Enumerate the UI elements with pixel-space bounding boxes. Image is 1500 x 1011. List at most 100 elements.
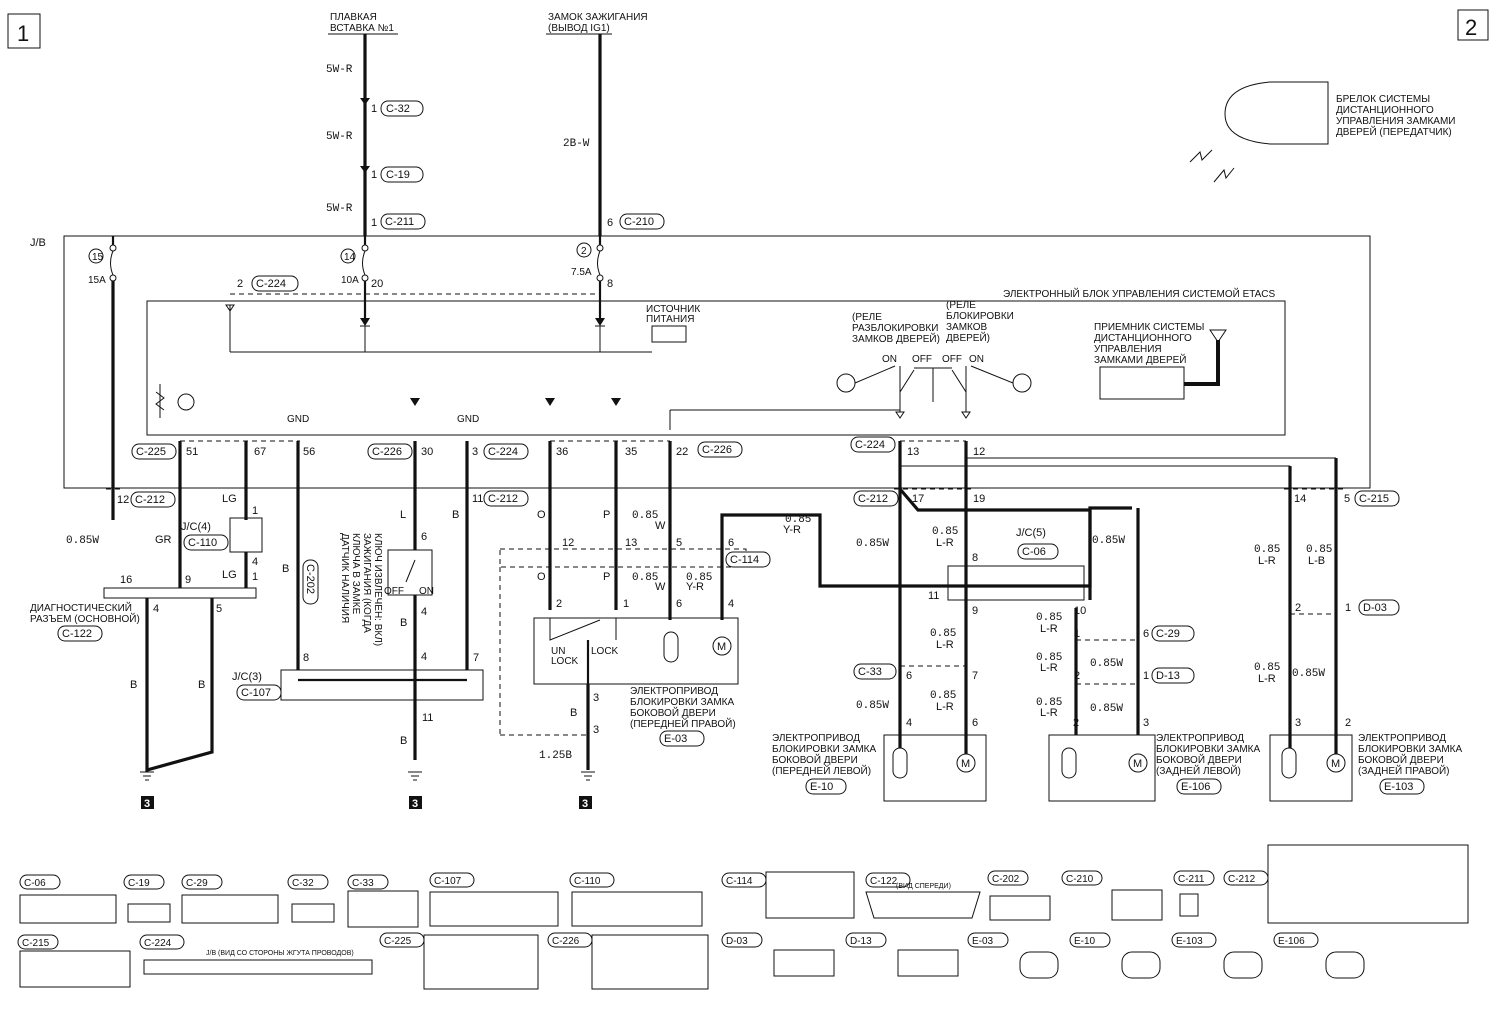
connector-tag-c202: C-202 (302, 559, 319, 605)
wire-label-b: B (282, 563, 289, 575)
legend-e103: E-103 (1171, 932, 1263, 979)
svg-text:E-03: E-03 (972, 936, 994, 947)
connector-tag-c212-c: C-212 (853, 490, 899, 507)
wire-label-yr: Y-R (686, 581, 704, 593)
signal-icon (1189, 149, 1213, 163)
wire-label-b: B (452, 509, 459, 521)
motor-label: M (717, 641, 726, 653)
connector-tag-c224-top: C-224 (251, 275, 299, 292)
legend-c29: C-29 (181, 874, 279, 924)
svg-text:C-29: C-29 (1156, 628, 1180, 640)
svg-text:D-03: D-03 (726, 936, 748, 947)
svg-text:C-06: C-06 (1022, 546, 1046, 558)
pin-label: 2 (556, 598, 562, 610)
pin-label: 6 (906, 670, 912, 682)
fuse-label-line2: ВСТАВКА №1 (330, 23, 394, 34)
actuator-rear-right (1269, 734, 1353, 802)
pin-label: 6 (1143, 628, 1149, 640)
diag-connector (103, 587, 257, 599)
relay-on-2: ON (969, 354, 984, 365)
legend-c114: C-114 (721, 871, 855, 919)
wire-label-5wr-1: 5W-R (326, 64, 353, 76)
legend-c202: C-202 (987, 870, 1051, 921)
svg-text:E-10: E-10 (1074, 936, 1096, 947)
act-fl-label-3: БОКОВОЙ ДВЕРИ (772, 753, 858, 766)
remote-label-line3: УПРАВЛЕНИЯ ЗАМКАМИ (1336, 116, 1455, 127)
act-fr-label-1: ЭЛЕКТРОПРИВОД (630, 686, 718, 697)
relay-lock-label-2: БЛОКИРОВКИ (946, 311, 1014, 322)
wire-label-5wr-2: 5W-R (326, 131, 353, 143)
connector-tag-c107: C-107 (236, 684, 282, 701)
wire-label-lr: L-R (1258, 673, 1276, 685)
svg-text:C-114: C-114 (730, 554, 759, 566)
connector-tag-e106: E-106 (1176, 778, 1222, 795)
pin-label: 30 (421, 446, 433, 458)
svg-text:C-19: C-19 (128, 878, 150, 889)
pin-label: 5 (676, 537, 682, 549)
lock-relay-transistor (1012, 373, 1032, 393)
key-sensor-switch (387, 549, 433, 596)
svg-text:C-33: C-33 (858, 666, 882, 678)
pin-label: 12 (117, 494, 129, 506)
connector-tag-c225: C-225 (131, 443, 177, 460)
svg-text:E-03: E-03 (664, 733, 687, 745)
sensor-off: OFF (384, 586, 404, 597)
svg-text:C-202: C-202 (992, 874, 1020, 885)
relay-on: ON (882, 354, 897, 365)
page-number-box-left (7, 13, 41, 49)
svg-text:C-33: C-33 (352, 878, 374, 889)
pin-label: 2 (1345, 717, 1351, 729)
connector-tag-c33: C-33 (853, 663, 897, 680)
jc3-label: J/C(3) (232, 671, 262, 683)
connector-tag-c110: C-110 (183, 534, 229, 551)
pin-label: 11 (422, 712, 433, 724)
act-rl-label-1: ЭЛЕКТРОПРИВОД (1156, 733, 1244, 744)
svg-text:C-210: C-210 (624, 216, 654, 228)
pin-label: 1 (1143, 670, 1149, 682)
svg-text:E-106: E-106 (1278, 936, 1305, 947)
wire-label-p: P (603, 509, 610, 521)
jc4-label: J/C(4) (181, 521, 211, 533)
remote-transmitter: БРЕЛОК СИСТЕМЫ ДИСТАНЦИОННОГО УПРАВЛЕНИЯ… (1189, 81, 1455, 183)
act-fl-label-4: (ПЕРЕДНЕЙ ЛЕВОЙ) (772, 764, 871, 777)
wire-label-lg-2: LG (222, 569, 237, 581)
etacs-title: ЭЛЕКТРОННЫЙ БЛОК УПРАВЛЕНИЯ СИСТЕМОЙ ETA… (1003, 287, 1276, 300)
wire-label-yr: Y-R (783, 524, 801, 536)
receiver-label-4: ЗАМКАМИ ДВЕРЕЙ (1094, 353, 1186, 366)
wire-label-085: 0.85 (686, 572, 712, 584)
legend-c210: C-210 (1061, 870, 1163, 921)
wire-label-o: O (537, 571, 546, 583)
svg-text:КЛЮЧ ИЗВЛЕЧЕН: ВКЛ): КЛЮЧ ИЗВЛЕЧЕН: ВКЛ) (372, 533, 383, 646)
wire-label-lr: L-R (936, 701, 954, 713)
receiver-label-3: УПРАВЛЕНИЯ (1094, 344, 1162, 355)
pin-label: 11 (472, 493, 483, 505)
relay-off-2: OFF (942, 354, 962, 365)
legend-c110: C-110 (569, 872, 703, 927)
ground-ref: 3 (144, 798, 150, 810)
pin-label: 67 (254, 446, 266, 458)
motor-icon (1326, 753, 1346, 773)
wire-label-085: 0.85 (930, 628, 956, 640)
connector-tag-c224-b: C-224 (483, 443, 529, 460)
legend-c226: C-226 (547, 932, 709, 990)
actuator-rear-left (1048, 734, 1156, 802)
wire-label-b: B (400, 735, 407, 747)
pin-label: 4 (153, 603, 159, 615)
connector-tag-c210: C-210 (619, 213, 665, 230)
jc3-block (280, 669, 484, 701)
svg-text:ДАТЧИК НАЛИЧИЯ: ДАТЧИК НАЛИЧИЯ (339, 533, 350, 623)
wire-label-b: B (570, 707, 577, 719)
act-rr-label-3: БОКОВОЙ ДВЕРИ (1358, 753, 1444, 766)
power-label-2: ПИТАНИЯ (646, 314, 694, 325)
connector-tag-c211: C-211 (380, 213, 426, 230)
wire-label-lg: LG (222, 493, 237, 505)
pin-label: 4 (906, 717, 912, 729)
legend-c225: C-225 (379, 932, 539, 990)
legend-c122: C-122(ВИД СПЕРЕДИ) (865, 872, 981, 919)
relay-lock-label-4: ДВЕРЕЙ) (946, 331, 990, 344)
wire-label-085w: 0.85W (856, 700, 889, 712)
svg-text:C-110: C-110 (574, 876, 601, 887)
ground-ref-2: 3 (412, 798, 418, 810)
wire-label-lr: L-R (1040, 662, 1058, 674)
act-fl-label-1: ЭЛЕКТРОПРИВОД (772, 733, 860, 744)
